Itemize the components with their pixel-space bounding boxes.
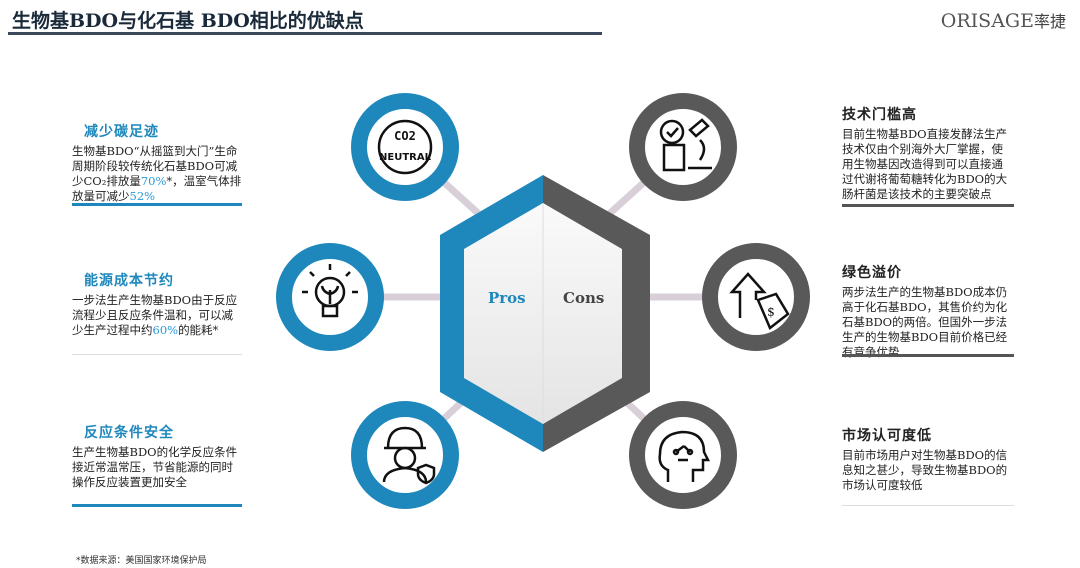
pro-item-carbon: 减少碳足迹 生物基BDO“从摇篮到大门”生命周期阶段较传统化石基BDO可减少CO… [72,121,244,206]
pro-title: 反应条件安全 [84,425,174,441]
con-text: 目前生物基BDO直接发酵法生产技术仅由个别海外大厂掌握，使用生物基因改造得到可以… [842,127,1008,201]
lab-microscope-icon [659,118,712,172]
pro-text: 生产生物基BDO的化学反应条件接近常温常压，节省能源的同时操作反应装置更加安全 [72,445,238,489]
divider [72,504,242,507]
pro-item-energy: 能源成本节约 一步法生产生物基BDO由于反应流程少且反应条件温和，可以减少生产过… [72,270,244,355]
pro-text: 生物基BDO“从摇篮到大门”生命周期阶段较传统化石基BDO可减少CO₂排放量70… [72,144,242,203]
con-title: 技术门槛高 [842,107,917,123]
cons-circles [629,93,810,509]
logo-cn: 率捷 [1033,12,1066,31]
cons-label: Cons [563,289,605,307]
divider [72,354,242,355]
footnote: *数据来源：美国国家环境保护局 [76,556,207,566]
logo: ORISAGE率捷 [941,8,1066,32]
logo-text: ORISAGE [940,10,1034,32]
head-brain-icon [658,430,711,482]
center-hexagon [440,175,650,452]
co2-neutral-icon: CO2 NEUTRAL [377,119,433,175]
lightbulb-plant-icon [302,264,358,318]
con-item-premium: 绿色溢价 两步法生产的生物基BDO成本仍高于化石基BDO，其售价约为化石基BDO… [842,262,1014,360]
svg-text:$: $ [767,305,775,319]
divider [842,204,1014,207]
con-title: 绿色溢价 [842,265,902,281]
pro-text: 一步法生产生物基BDO由于反应流程少且反应条件温和，可以减少生产过程中约60%的… [72,293,238,337]
divider [842,354,1014,357]
con-title: 市场认可度低 [842,428,932,444]
divider [842,505,1014,506]
price-tag-up-icon: $ [729,272,790,330]
pro-item-safety: 反应条件安全 生产生物基BDO的化学反应条件接近常温常压，节省能源的同时操作反应… [72,422,244,507]
pro-title: 能源成本节约 [84,273,174,289]
pros-circles [276,93,459,509]
title-divider [8,32,602,35]
svg-text:CO2: CO2 [394,129,416,143]
worker-safety-icon [382,426,436,485]
page-title: 生物基BDO与化石基 BDO相比的优缺点 [12,10,364,32]
divider [72,203,242,206]
con-text: 目前市场用户对生物基BDO的信息知之甚少，导致生物基BDO的市场认可度较低 [842,448,1008,492]
svg-text:NEUTRAL: NEUTRAL [379,152,432,163]
con-text: 两步法生产的生物基BDO成本仍高于化石基BDO，其售价约为化石基BDO的两倍。但… [842,285,1008,359]
con-item-tech: 技术门槛高 目前生物基BDO直接发酵法生产技术仅由个别海外大厂掌握，使用生物基因… [842,104,1014,207]
pros-label: Pros [488,289,526,307]
pro-title: 减少碳足迹 [84,124,159,140]
con-item-market: 市场认可度低 目前市场用户对生物基BDO的信息知之甚少，导致生物基BDO的市场认… [842,425,1014,506]
